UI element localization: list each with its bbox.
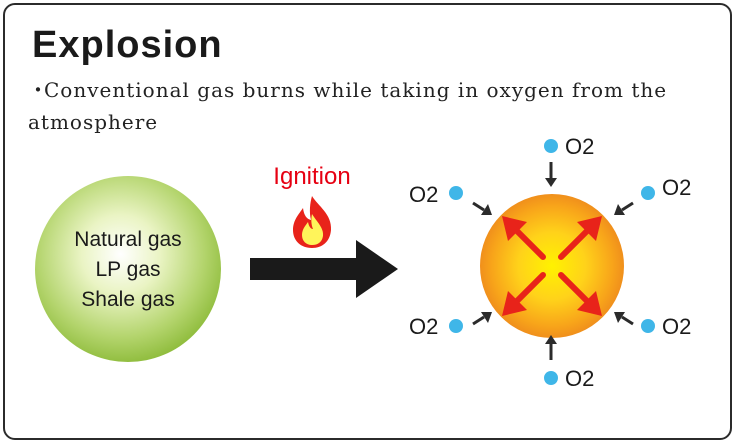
oxygen-inflow-arrows: [472, 162, 634, 360]
burst-arrows: [502, 216, 602, 316]
green-sphere: [35, 176, 221, 362]
oxygen-dot: [449, 186, 463, 200]
orange-sphere: [480, 194, 624, 338]
ignition-label: Ignition: [273, 163, 350, 190]
page-title: Explosion: [32, 24, 223, 66]
description-text: Conventional gas burns while taking in o…: [28, 78, 668, 134]
oxygen-dot: [641, 186, 655, 200]
oxygen-molecule: O2: [641, 314, 691, 339]
oxygen-label: O2: [565, 134, 594, 159]
oxygen-molecule: O2: [544, 366, 594, 391]
oxygen-dot: [449, 319, 463, 333]
reaction-sphere: [480, 194, 624, 338]
oxygen-molecule: O2: [544, 134, 594, 159]
fuel-label: Shale gas: [81, 288, 174, 311]
fuel-sphere: Natural gas LP gas Shale gas: [35, 176, 221, 362]
description: ・Conventional gas burns while taking in …: [28, 74, 718, 138]
oxygen-molecule: O2: [409, 182, 463, 207]
oxygen-molecule: O2: [409, 314, 463, 339]
oxygen-label: O2: [565, 366, 594, 391]
fuel-label: Natural gas: [74, 228, 181, 251]
fuel-label: LP gas: [96, 258, 161, 281]
oxygen-dot: [641, 319, 655, 333]
oxygen-group: O2 O2 O2 O2 O2 O2: [409, 134, 691, 391]
oxygen-label: O2: [662, 175, 691, 200]
oxygen-molecule: O2: [641, 175, 691, 200]
oxygen-label: O2: [662, 314, 691, 339]
oxygen-dot: [544, 139, 558, 153]
bullet-icon: ・: [28, 78, 49, 102]
process-arrow: [250, 240, 398, 298]
flame-icon: [293, 196, 332, 248]
oxygen-label: O2: [409, 314, 438, 339]
oxygen-dot: [544, 371, 558, 385]
oxygen-label: O2: [409, 182, 438, 207]
